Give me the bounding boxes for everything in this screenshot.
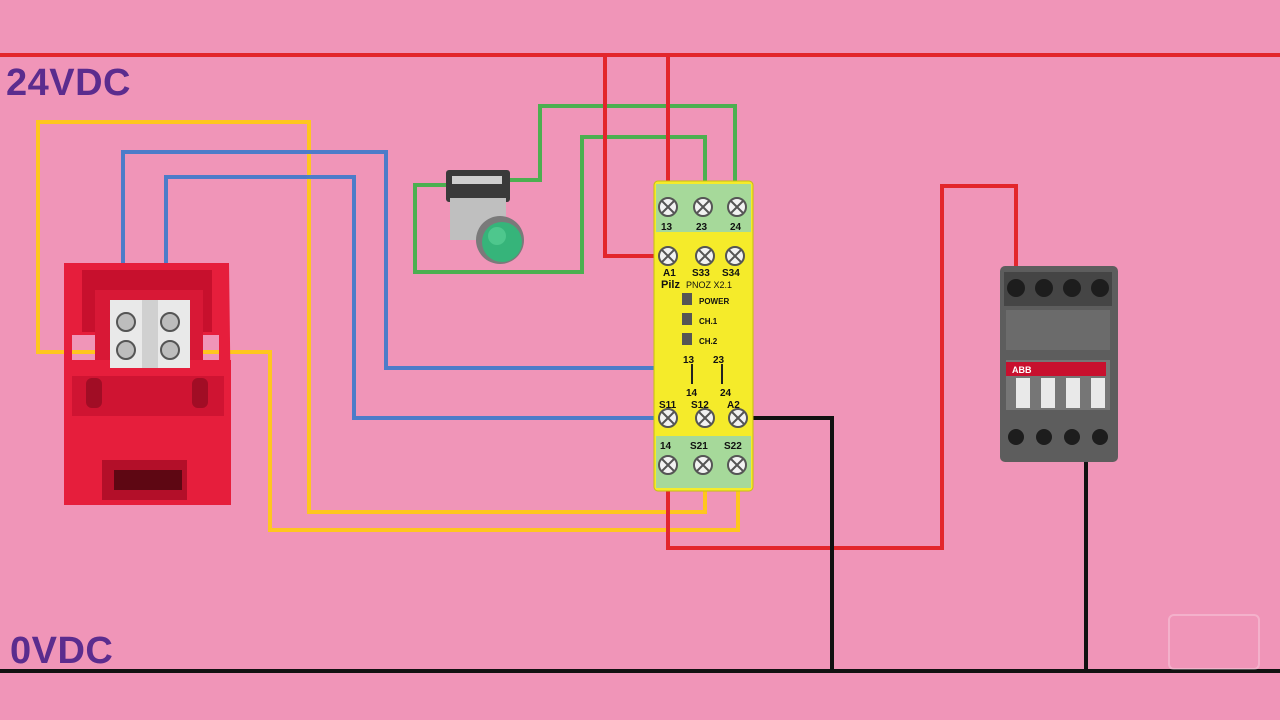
screw-terminal-icon (658, 408, 678, 428)
contact-label: 23 (713, 355, 725, 366)
led-label-ch1: CH.1 (699, 317, 718, 326)
led-label-power: POWER (699, 297, 729, 306)
screw-terminal-icon (728, 408, 748, 428)
relay-model: PNOZ X2.1 (686, 280, 732, 290)
terminal-label: 24 (730, 222, 742, 233)
terminal-label: 14 (660, 441, 672, 452)
screw-terminal-icon (658, 197, 678, 217)
terminal-label: S11 (659, 400, 677, 411)
terminal-label: S34 (722, 268, 740, 279)
green-pushbutton-icon (446, 170, 524, 264)
terminal-label: A2 (727, 400, 740, 411)
watermark-logo (1168, 614, 1260, 670)
terminal-label: A1 (663, 268, 676, 279)
terminal-label: 13 (661, 222, 673, 233)
relay-brand: Pilz (661, 279, 680, 291)
terminal-label: S22 (724, 441, 742, 452)
red-wires (603, 55, 1018, 550)
yellow-wires (36, 120, 740, 532)
relay-terminals (658, 197, 748, 475)
contact-label: 14 (686, 388, 698, 399)
contact-label: 13 (683, 355, 695, 366)
screw-terminal-icon (658, 455, 678, 475)
rail-label-24vdc: 24VDC (6, 62, 131, 104)
contactor-icon: ABB (1000, 266, 1118, 462)
screw-terminal-icon (727, 455, 747, 475)
contactor-brand: ABB (1012, 365, 1032, 375)
contact-label: 24 (720, 388, 732, 399)
terminal-label: S33 (692, 268, 710, 279)
screw-terminal-icon (693, 197, 713, 217)
screw-terminal-icon (695, 246, 715, 266)
terminal-label: S21 (690, 441, 708, 452)
rail-label-0vdc: 0VDC (10, 630, 114, 672)
screw-terminal-icon (695, 408, 715, 428)
door-interlock-switch-icon (64, 263, 231, 505)
terminal-label: 23 (696, 222, 708, 233)
screw-terminal-icon (658, 246, 678, 266)
terminal-label: S12 (691, 400, 709, 411)
screw-terminal-icon (693, 455, 713, 475)
green-wires (413, 104, 737, 274)
screw-terminal-icon (727, 197, 747, 217)
screw-terminal-icon (725, 246, 745, 266)
black-wires (738, 416, 1088, 671)
led-label-ch2: CH.2 (699, 337, 718, 346)
